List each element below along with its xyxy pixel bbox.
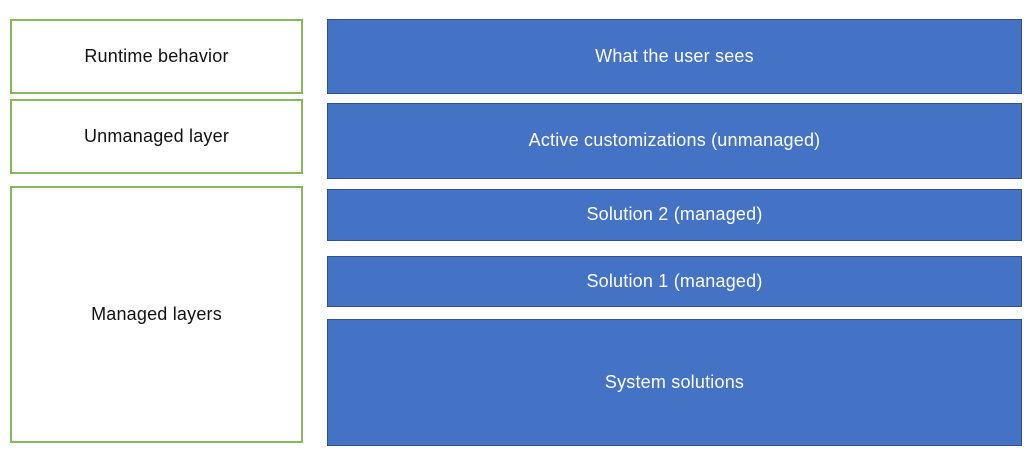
layer-box-solution-1: Solution 1 (managed) <box>327 256 1022 307</box>
layer-box-system-solutions: System solutions <box>327 319 1022 446</box>
label-box-managed-layers: Managed layers <box>10 186 303 443</box>
label-box-unmanaged-layer: Unmanaged layer <box>10 99 303 174</box>
solution-1-label: Solution 1 (managed) <box>586 270 763 291</box>
managed-layers-label: Managed layers <box>91 303 222 324</box>
system-solutions-label: System solutions <box>604 371 745 392</box>
label-box-runtime-behavior: Runtime behavior <box>10 19 303 94</box>
active-customizations-label: Active customizations (unmanaged) <box>528 130 821 151</box>
layer-box-what-the-user-sees: What the user sees <box>327 19 1022 94</box>
layer-box-active-customizations: Active customizations (unmanaged) <box>327 103 1022 179</box>
solution-2-label: Solution 2 (managed) <box>586 204 763 225</box>
unmanaged-layer-label: Unmanaged layer <box>83 125 230 146</box>
layer-box-solution-2: Solution 2 (managed) <box>327 189 1022 241</box>
what-the-user-sees-label: What the user sees <box>595 45 754 66</box>
runtime-behavior-label: Runtime behavior <box>84 45 229 66</box>
